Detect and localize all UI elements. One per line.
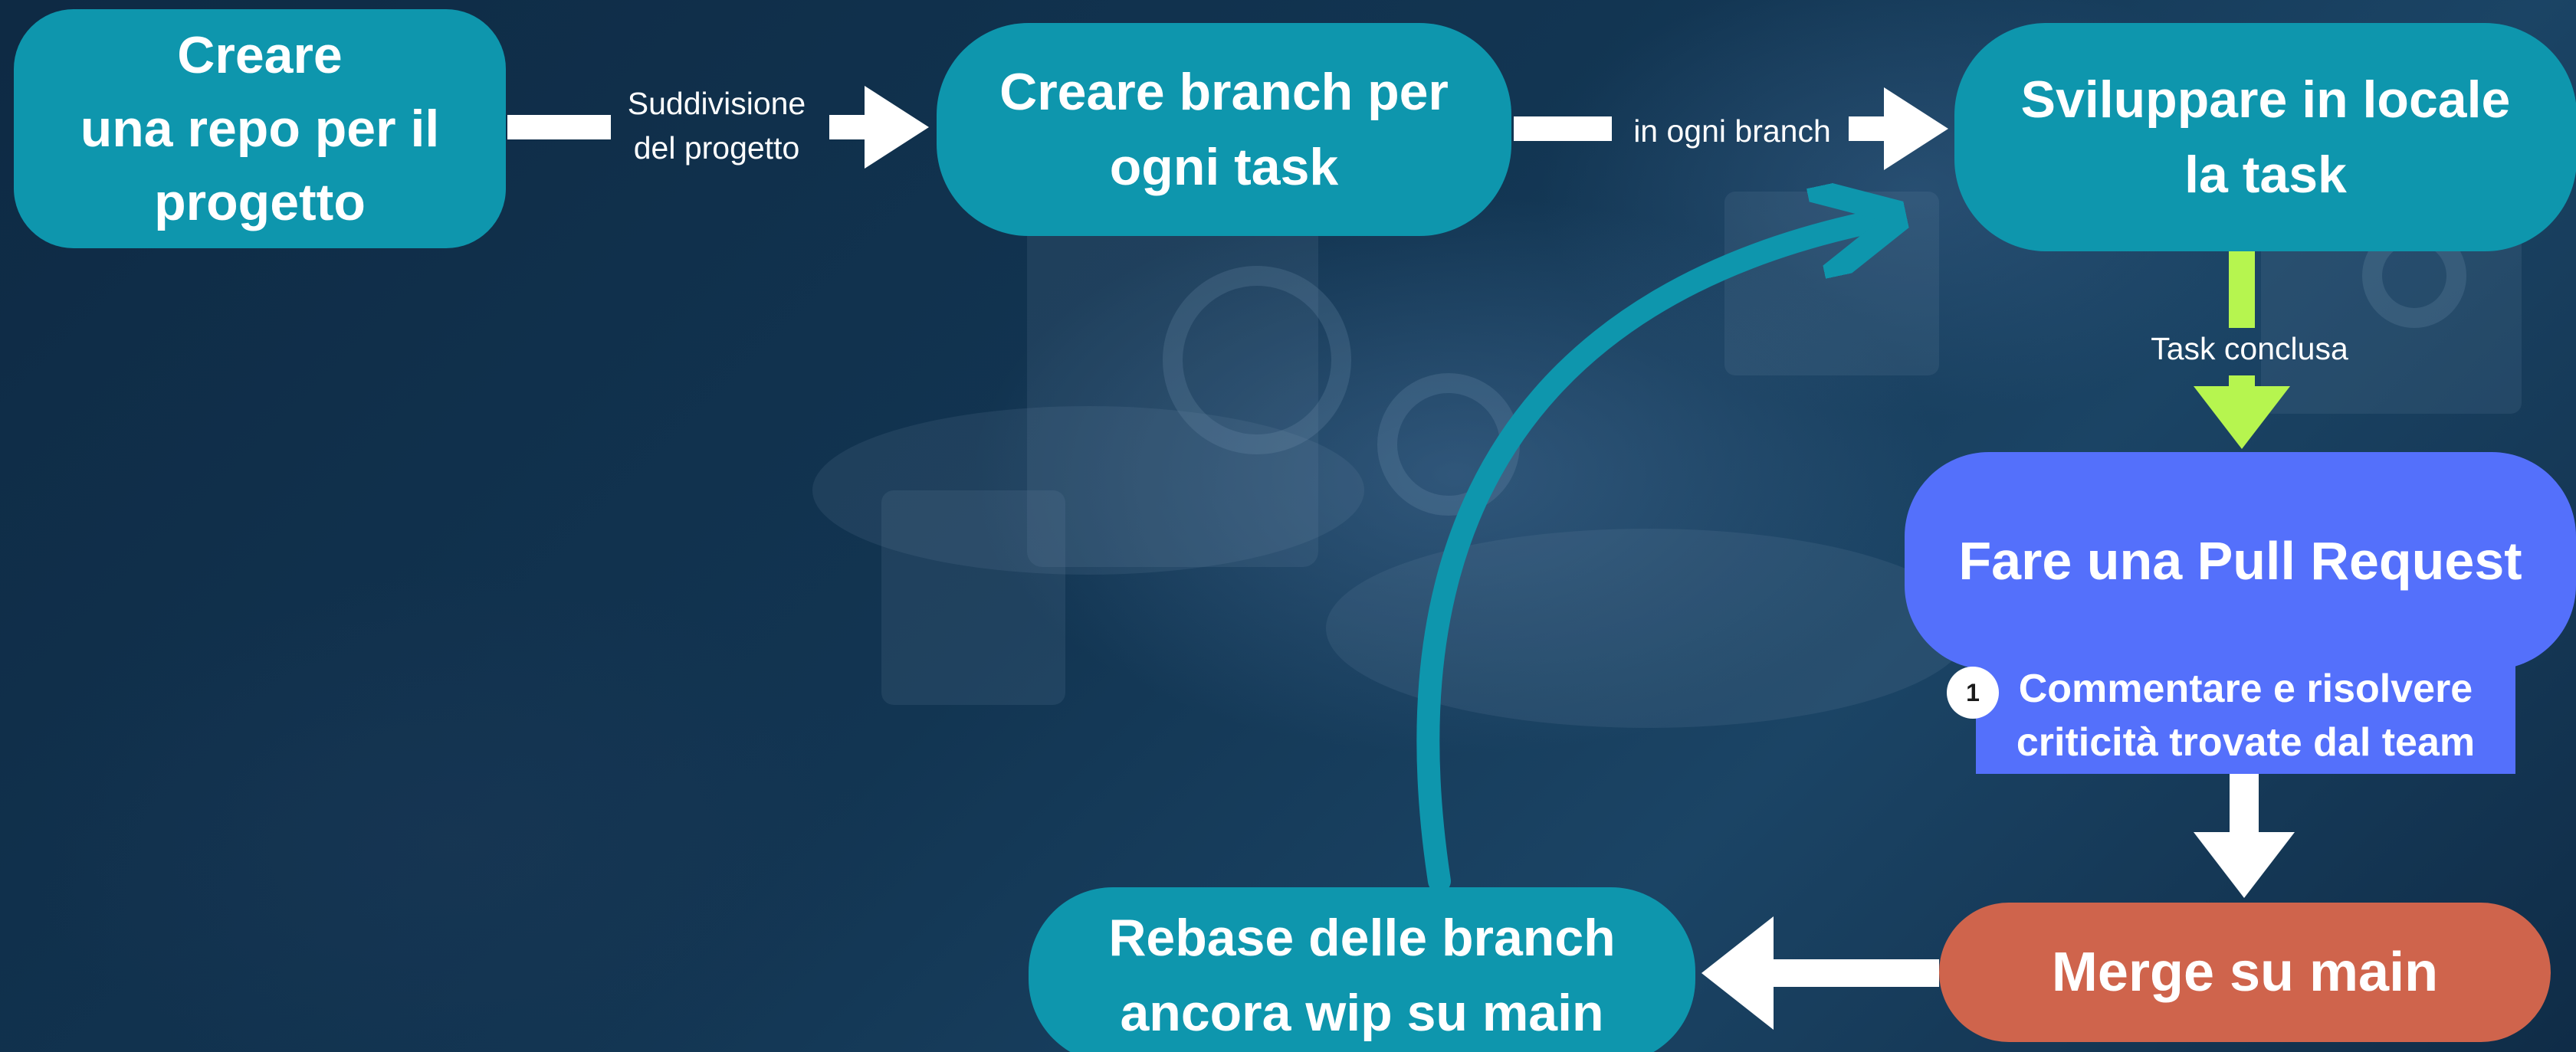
node-pull-request: Fare una Pull Request xyxy=(1905,452,2576,670)
node-merge-main: Merge su main xyxy=(1939,903,2551,1042)
arrow-branch-to-develop xyxy=(1514,87,1948,170)
edge-label-task-conclusa: Task conclusa xyxy=(2151,331,2348,366)
screen-panel-shape xyxy=(1027,138,1318,567)
loop-arrow-rebase-to-develop xyxy=(1416,222,1870,893)
node-develop-locally: Sviluppare in locale la task xyxy=(1954,23,2576,251)
arrow-pull-request-to-merge xyxy=(2194,774,2295,898)
gear-icon xyxy=(1163,266,1351,454)
hand-shape xyxy=(1326,529,1970,728)
node-rebase-wip: Rebase delle branch ancora wip su main xyxy=(1029,887,1695,1052)
note-review-comments: Commentare e risolvere criticità trovate… xyxy=(1976,657,2515,774)
hand-shape xyxy=(812,406,1364,575)
arrow-repo-to-branch xyxy=(507,86,929,169)
step-number-badge: 1 xyxy=(1947,667,1999,719)
edge-label-ogni-branch: in ogni branch xyxy=(1633,113,1831,149)
edge-label-suddivisione: Suddivisione del progetto xyxy=(627,86,806,166)
arrow-develop-to-pull-request xyxy=(2194,251,2290,449)
user-card-shape xyxy=(881,490,1065,705)
node-create-repo: Creare una repo per il progetto xyxy=(14,9,506,248)
arrow-merge-to-rebase xyxy=(1701,916,1939,1030)
node-create-branch: Creare branch per ogni task xyxy=(937,23,1511,236)
